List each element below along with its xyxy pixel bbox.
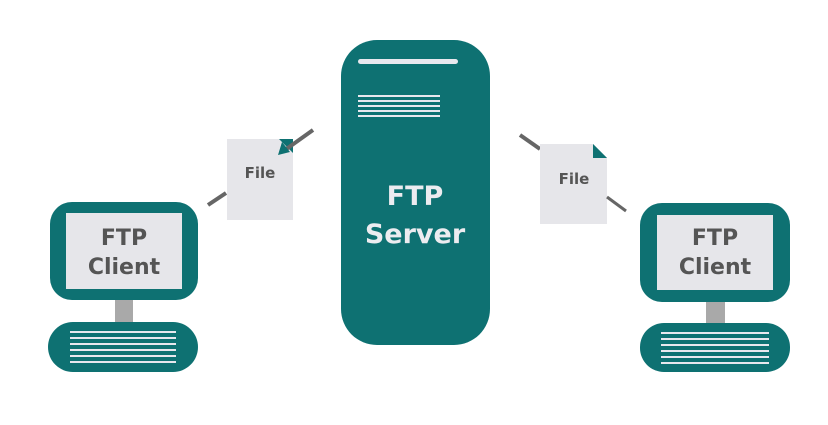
arrow-icon [606, 195, 627, 213]
file-label: File [559, 170, 590, 188]
server-label-line1: FTP [387, 181, 444, 212]
right-file-transfer: File [518, 133, 627, 224]
client-label-line1: FTP [692, 226, 738, 251]
keyboard-icon [48, 322, 198, 372]
right-ftp-client: FTP Client [640, 203, 790, 372]
arrow-icon [283, 128, 315, 152]
server-label-line2: Server [365, 219, 466, 250]
connector-line [206, 191, 228, 207]
file-label: File [245, 164, 276, 182]
client-label-line1: FTP [101, 226, 147, 251]
connector-line [518, 133, 542, 151]
left-ftp-client: FTP Client [48, 202, 198, 372]
client-label-line2: Client [88, 255, 161, 280]
ftp-server: FTP Server [341, 40, 490, 345]
client-label-line2: Client [679, 255, 752, 280]
keyboard-icon [640, 323, 790, 372]
left-file-transfer: File [206, 128, 315, 220]
